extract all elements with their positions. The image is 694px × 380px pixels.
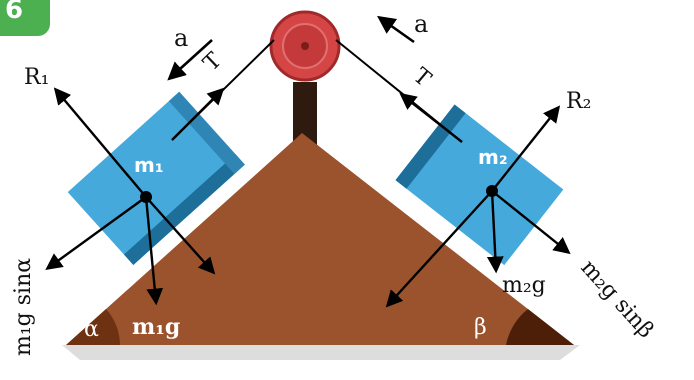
- weight-label-left: m₁g: [132, 314, 180, 340]
- angle-alpha-marker: [66, 309, 120, 345]
- tension-arrow-left: [171, 87, 225, 141]
- normal-arrow-left: [53, 87, 147, 198]
- accel-label-left: a: [174, 24, 188, 52]
- weight-label-right: m₂g: [502, 273, 546, 298]
- angle-label-beta: β: [474, 315, 487, 340]
- tension-arrow-right: [399, 92, 463, 143]
- component-label-left: m₁g sinα: [11, 258, 36, 356]
- component-arrow-left: [45, 196, 147, 270]
- mass-label-left: m₁: [134, 153, 164, 177]
- accel-arrow-left: [167, 39, 213, 81]
- badge: 6: [0, 0, 50, 36]
- tension-label-left: T: [199, 48, 227, 76]
- floor-shadow: [62, 345, 580, 360]
- perp-arrow-right: [385, 190, 493, 308]
- normal-arrow-right: [491, 105, 561, 192]
- normal-label-left: R₁: [24, 65, 49, 90]
- angle-beta-marker: [506, 309, 574, 345]
- angle-label-alpha: α: [84, 317, 99, 342]
- tension-label-right: T: [408, 63, 436, 92]
- mass-label-right: m₂: [478, 145, 508, 169]
- component-arrow-right: [491, 190, 571, 255]
- weight-arrow-right: [486, 190, 504, 274]
- block-m2: [395, 104, 564, 266]
- accel-arrow-right: [377, 15, 415, 44]
- normal-label-right: R₂: [566, 89, 591, 114]
- incline-wedge: [66, 133, 574, 345]
- accel-label-right: a: [414, 10, 428, 38]
- pulley: [269, 10, 341, 82]
- component-label-right: m₂g sinβ: [576, 255, 659, 343]
- perp-arrow-left: [145, 196, 216, 275]
- badge-number: 6: [5, 0, 23, 25]
- weight-arrow-left: [144, 196, 164, 306]
